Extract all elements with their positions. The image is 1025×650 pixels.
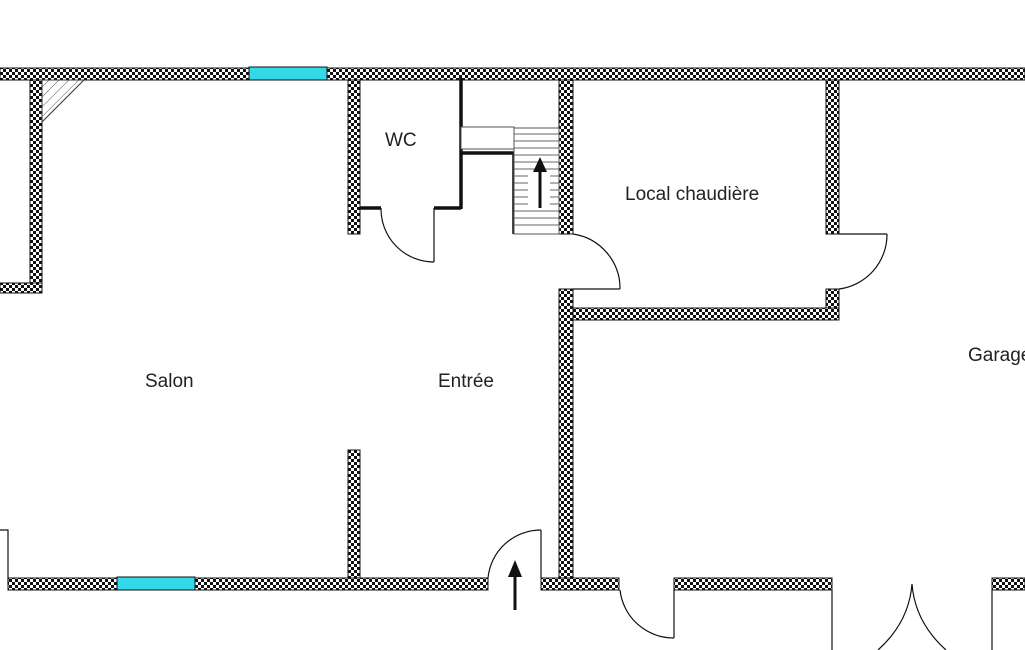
garage-side-door xyxy=(838,233,888,290)
entrance-door xyxy=(487,529,542,579)
garage-double-door xyxy=(831,583,993,650)
entry-arrow-icon xyxy=(508,560,522,610)
bottom-wall-garage xyxy=(673,577,833,591)
room-label-chaufferie: Local chaudière xyxy=(625,184,759,205)
stair-boiler-wall xyxy=(558,79,574,235)
boiler-right-wall xyxy=(825,79,840,235)
room-label-salon: Salon xyxy=(145,371,194,392)
bottom-wall-mid xyxy=(540,577,620,591)
hatched-corner xyxy=(41,79,86,124)
boiler-door xyxy=(572,233,621,290)
left-wall xyxy=(29,79,43,294)
boiler-bottom-wall xyxy=(558,307,840,321)
salon-left-return xyxy=(0,529,9,584)
wc-door xyxy=(380,207,435,263)
staircase xyxy=(460,126,560,235)
wc-partitions xyxy=(360,78,516,234)
room-label-wc: WC xyxy=(385,130,417,151)
top-wall xyxy=(0,67,1025,81)
bottom-wall-left xyxy=(7,577,489,591)
doors xyxy=(0,207,993,650)
stair-arrow-head xyxy=(533,157,547,172)
wc-left-wall xyxy=(347,79,361,235)
room-label-entree: Entrée xyxy=(438,371,494,392)
window-bottom xyxy=(116,576,196,591)
salon-entree-wall xyxy=(347,449,361,579)
bottom-wall-right xyxy=(991,577,1025,591)
left-wall-return xyxy=(0,282,43,294)
garage-entree-wall xyxy=(558,288,574,590)
window-top xyxy=(248,66,328,81)
room-label-garage: Garage xyxy=(968,345,1025,366)
garage-bottom-door xyxy=(619,589,675,639)
